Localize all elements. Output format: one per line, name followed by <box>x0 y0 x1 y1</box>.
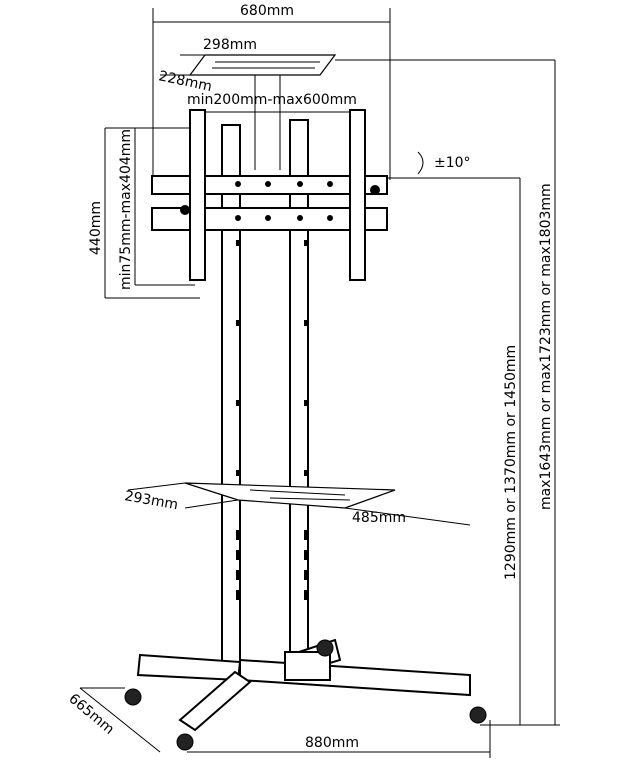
label-overall-height: max1643mm or max1723mm or max1803mm <box>538 183 554 510</box>
label-shelf-width: 485mm <box>352 510 406 526</box>
label-overall-width: 680mm <box>240 3 294 19</box>
poles <box>221 119 309 666</box>
dimension-heights: 1290mm or 1370mm or 1450mm max1643mm or … <box>480 60 560 726</box>
dimension-vesa-horizontal: min200mm-max600mm <box>187 92 358 113</box>
base <box>124 638 487 751</box>
label-top-tray-width: 298mm <box>203 37 257 53</box>
label-mount-height: 1290mm or 1370mm or 1450mm <box>503 345 519 580</box>
label-vesa-vertical: min75mm-max404mm <box>118 129 134 290</box>
label-base-width: 880mm <box>305 735 359 751</box>
tv-mount-bracket <box>151 109 388 281</box>
label-shelf-depth: 293mm <box>123 488 179 513</box>
label-bracket-height: 440mm <box>88 201 104 255</box>
dimension-overall-width: 680mm <box>152 3 391 180</box>
label-base-depth: 665mm <box>65 691 117 738</box>
top-tray: 298mm 228mm <box>157 37 555 170</box>
label-tilt: ±10° <box>434 155 471 171</box>
tilt-indicator: ±10° <box>387 151 520 179</box>
dimension-bracket-height: 440mm min75mm-max404mm <box>88 127 200 299</box>
label-vesa-horizontal: min200mm-max600mm <box>187 92 357 108</box>
